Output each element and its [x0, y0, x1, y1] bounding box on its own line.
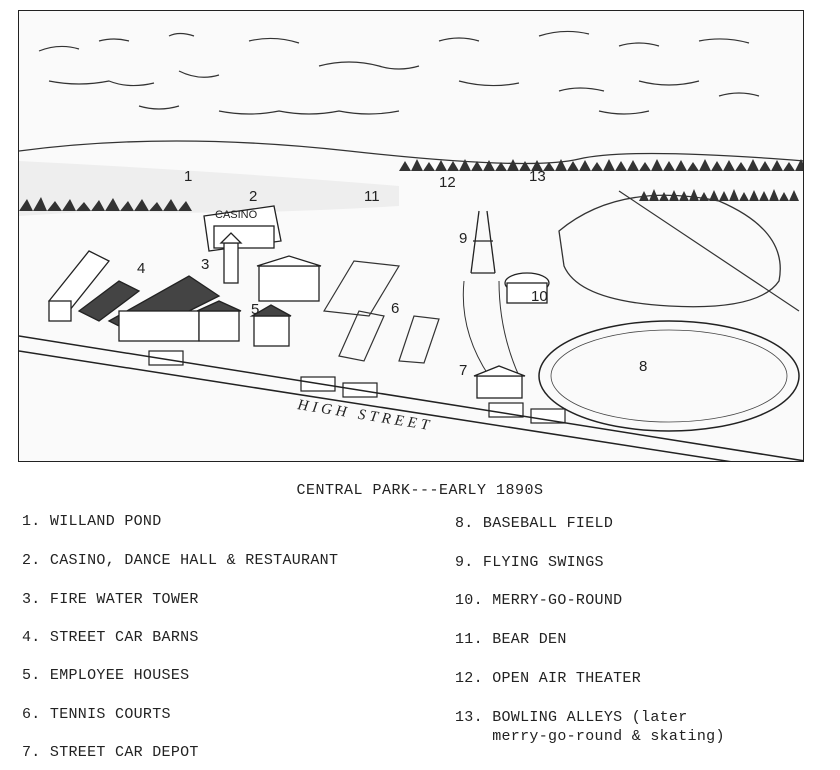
legend-item: 6. TENNIS COURTS	[22, 706, 171, 723]
map-number-9: 9	[459, 230, 467, 247]
map-number-10: 10	[531, 288, 548, 305]
map-number-2: 2	[249, 188, 257, 205]
street-car-depot	[473, 365, 526, 399]
map-number-8: 8	[639, 358, 647, 375]
legend-item: 1. WILLAND POND	[22, 513, 162, 530]
legend-item: 11. BEAR DEN	[455, 631, 567, 648]
legend-item: 12. OPEN AIR THEATER	[455, 670, 642, 687]
map-number-3: 3	[201, 256, 209, 273]
pond-shading	[19, 161, 399, 216]
clouds	[38, 30, 760, 115]
high-street	[19, 335, 803, 461]
employee-houses	[196, 255, 322, 347]
park-sketch-drawing: CASINO	[19, 30, 803, 461]
horizon-line	[19, 140, 803, 165]
legend-item: 9. FLYING SWINGS	[455, 554, 604, 571]
park-path	[462, 280, 520, 377]
tree-line	[19, 159, 803, 211]
map-number-4: 4	[137, 260, 145, 277]
map-number-5: 5	[251, 301, 259, 318]
oval-road	[558, 194, 781, 308]
legend-item: 13. BOWLING ALLEYS (later merry-go-round…	[455, 709, 725, 745]
baseball-field	[538, 320, 800, 432]
baseball-field-inner	[550, 329, 788, 423]
road-upper	[618, 190, 800, 312]
tennis-courts	[323, 260, 440, 364]
street-label: HIGH STREET	[295, 397, 434, 434]
legend-item: 7. STREET CAR DEPOT	[22, 744, 199, 761]
fire-water-tower	[219, 232, 243, 284]
legend-item: 4. STREET CAR BARNS	[22, 629, 199, 646]
map-number-1: 1	[184, 168, 192, 185]
legend-item: 8. BASEBALL FIELD	[455, 515, 614, 532]
map-number-6: 6	[391, 300, 399, 317]
map-number-11: 11	[364, 188, 380, 205]
legend-item: 5. EMPLOYEE HOUSES	[22, 667, 190, 684]
map-number-12: 12	[439, 174, 456, 191]
map-number-13: 13	[529, 168, 546, 185]
flying-swings	[470, 210, 496, 274]
map-number-7: 7	[459, 362, 467, 379]
legend-item: 10. MERRY-GO-ROUND	[455, 592, 623, 609]
merry-go-round	[504, 272, 550, 304]
casino-sign: CASINO	[215, 209, 258, 221]
legend-item: 3. FIRE WATER TOWER	[22, 591, 199, 608]
street-car-barns	[47, 250, 221, 342]
page-title: CENTRAL PARK---EARLY 1890S	[296, 482, 544, 499]
park-sketch: CASINO	[18, 10, 804, 462]
legend-item: 2. CASINO, DANCE HALL & RESTAURANT	[22, 552, 339, 569]
